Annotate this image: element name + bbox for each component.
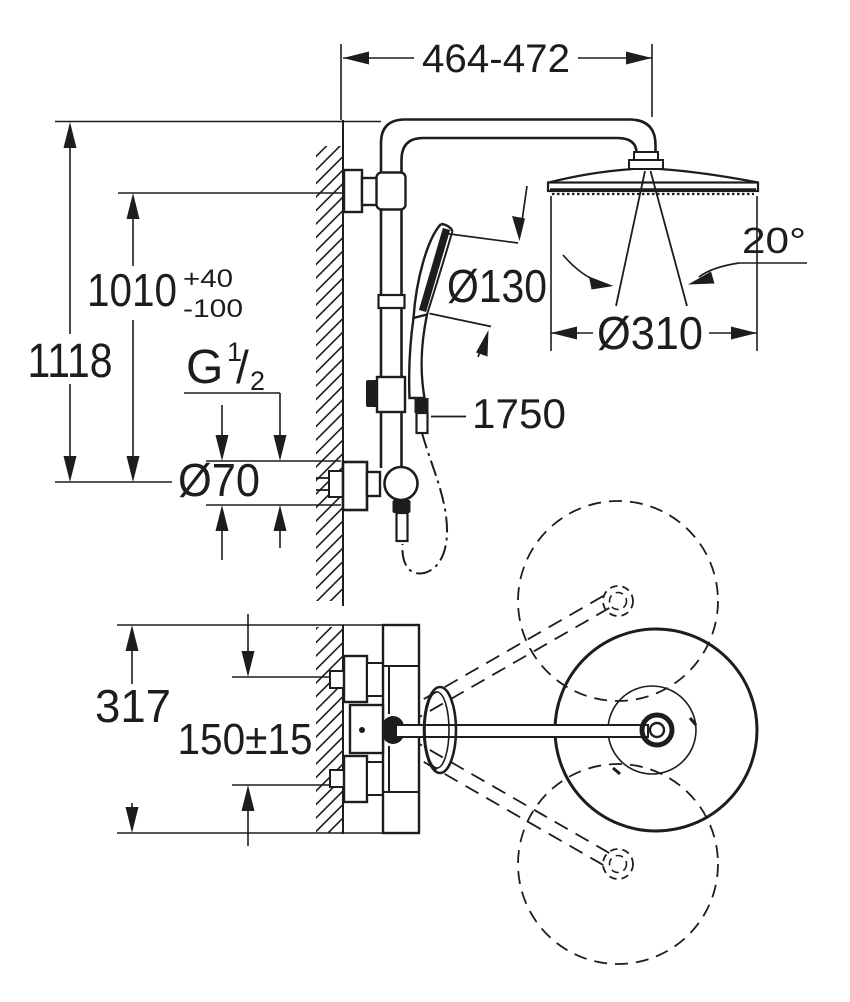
swivel-circle-upper: [517, 500, 719, 702]
ball-joint: [383, 465, 419, 502]
hand-shower-holder: [366, 375, 407, 414]
hand-shower-face: [418, 227, 451, 313]
thermostat-plan: [329, 623, 421, 835]
dim-plan-width-label: 317: [95, 680, 171, 732]
head-connector-nut: [633, 151, 659, 161]
dim-head-diameter-label: Ø310: [597, 307, 703, 359]
pipe-inner: [400, 136, 638, 468]
rail-slider: [377, 293, 406, 310]
dim-thread-size: G 1 / 2: [184, 337, 287, 548]
thread-numerator: 1: [227, 337, 242, 367]
spray-cone: 20°: [562, 170, 807, 307]
dim-hose-length-label: 1750: [472, 390, 566, 437]
pipe-outer: [379, 118, 657, 468]
dim-rail-height-label: 1010: [87, 264, 177, 316]
hand-shower-front: [407, 222, 454, 435]
shower-valve: [316, 460, 419, 543]
shower-hose: [401, 432, 449, 575]
union-escutcheon-lower: [342, 754, 369, 804]
cartridge-plan: [348, 703, 385, 755]
wall-bracket: [342, 168, 407, 214]
plan-view: 317 150±15: [95, 500, 759, 965]
dim-rail-height-tol-plus: +40: [183, 265, 233, 293]
dim-connection-distance-label: 150±15: [178, 715, 313, 764]
outlet-nut: [392, 500, 411, 513]
holder-knob: [366, 380, 378, 407]
riser-and-arm: [379, 118, 657, 468]
wall-hatching-plan: [316, 627, 343, 833]
head-shower-front: [546, 151, 760, 196]
hub-rings: [639, 712, 675, 748]
dim-hose-length: 1750: [431, 390, 566, 437]
hand-shower-handle: [407, 312, 429, 400]
dim-hand-diameter: Ø130: [429, 185, 547, 358]
union-escutcheon-upper: [342, 654, 369, 704]
dim-escutcheon-diameter-label: Ø70: [178, 454, 260, 506]
dim-overall-height: 1118: [28, 120, 381, 483]
wall-plan: [316, 625, 344, 834]
swivel-circle-lower: [517, 763, 719, 965]
escutcheon: [341, 460, 369, 512]
front-view: 464-472 1118 1010 +40 -100: [28, 37, 807, 606]
outlet-pipe: [395, 511, 409, 543]
arm-bar: [395, 724, 649, 738]
supply-stub-lower: [329, 769, 345, 788]
dim-head-diameter: Ø310: [550, 196, 758, 359]
shower-arm-plan: [382, 716, 649, 744]
hose-connector: [414, 398, 429, 413]
wall-hatching-front: [316, 146, 343, 601]
hand-shower-plan: [422, 685, 458, 775]
supply-stub-upper: [329, 670, 345, 689]
dim-connection-distance: 150±15: [178, 614, 331, 846]
supply-fitting: [328, 470, 344, 498]
thread-denominator: 2: [250, 366, 265, 396]
dim-escutcheon-diameter: Ø70: [178, 405, 341, 560]
dim-arm-projection: 464-472: [340, 37, 653, 120]
thread-prefix: G: [186, 341, 223, 394]
dim-rail-height-tol-minus: -100: [183, 295, 243, 323]
dim-plan-width: 317: [95, 625, 171, 833]
dim-hand-diameter-label: Ø130: [447, 260, 547, 312]
dim-rail-height: 1010 +40 -100: [87, 192, 343, 482]
thread-slash: /: [236, 341, 249, 393]
dim-arm-projection-label: 464-472: [422, 37, 570, 81]
dim-overall-height-label: 1118: [28, 335, 113, 388]
dim-spray-angle-label: 20°: [742, 220, 806, 261]
